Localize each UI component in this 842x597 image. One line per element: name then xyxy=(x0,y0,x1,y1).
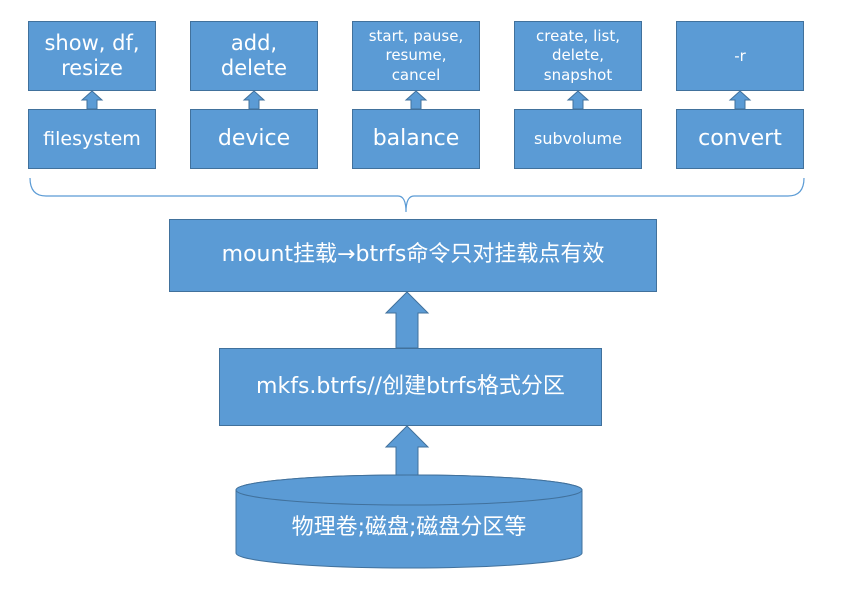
grouping-bracket xyxy=(29,177,805,213)
mkfs-to-mount-arrow xyxy=(384,291,430,349)
convert-command-box: convert xyxy=(676,109,804,169)
balance-command-box: balance xyxy=(352,109,480,169)
balance-command-label: balance xyxy=(372,125,460,151)
device-actions-label: add, delete xyxy=(220,30,288,80)
convert-actions-label: -r xyxy=(734,47,746,65)
subvolume-command-box: subvolume xyxy=(514,109,642,169)
mount-box: mount挂载→btrfs命令只对挂载点有效 xyxy=(169,219,657,292)
subvolume-actions-box: create, list, delete, snapshot xyxy=(514,21,642,91)
mkfs-label: mkfs.btrfs//创建btrfs格式分区 xyxy=(256,373,565,399)
device-actions-box: add, delete xyxy=(190,21,318,91)
subvolume-command-label: subvolume xyxy=(534,129,622,149)
convert-command-label: convert xyxy=(698,125,782,151)
device-command-box: device xyxy=(190,109,318,169)
subvolume-actions-label: create, list, delete, snapshot xyxy=(536,26,620,84)
mount-label: mount挂载→btrfs命令只对挂载点有效 xyxy=(221,242,605,268)
filesystem-command-box: filesystem xyxy=(28,109,156,169)
device-command-label: device xyxy=(217,125,291,151)
filesystem-actions-box: show, df, resize xyxy=(28,21,156,91)
balance-actions-box: start, pause, resume, cancel xyxy=(352,21,480,91)
filesystem-command-label: filesystem xyxy=(43,127,141,150)
storage-cylinder xyxy=(235,474,583,569)
balance-actions-label: start, pause, resume, cancel xyxy=(368,26,464,84)
filesystem-actions-label: show, df, resize xyxy=(44,30,140,80)
storage-label: 物理卷;磁盘;磁盘分区等 xyxy=(291,515,527,540)
mkfs-box: mkfs.btrfs//创建btrfs格式分区 xyxy=(219,348,602,426)
